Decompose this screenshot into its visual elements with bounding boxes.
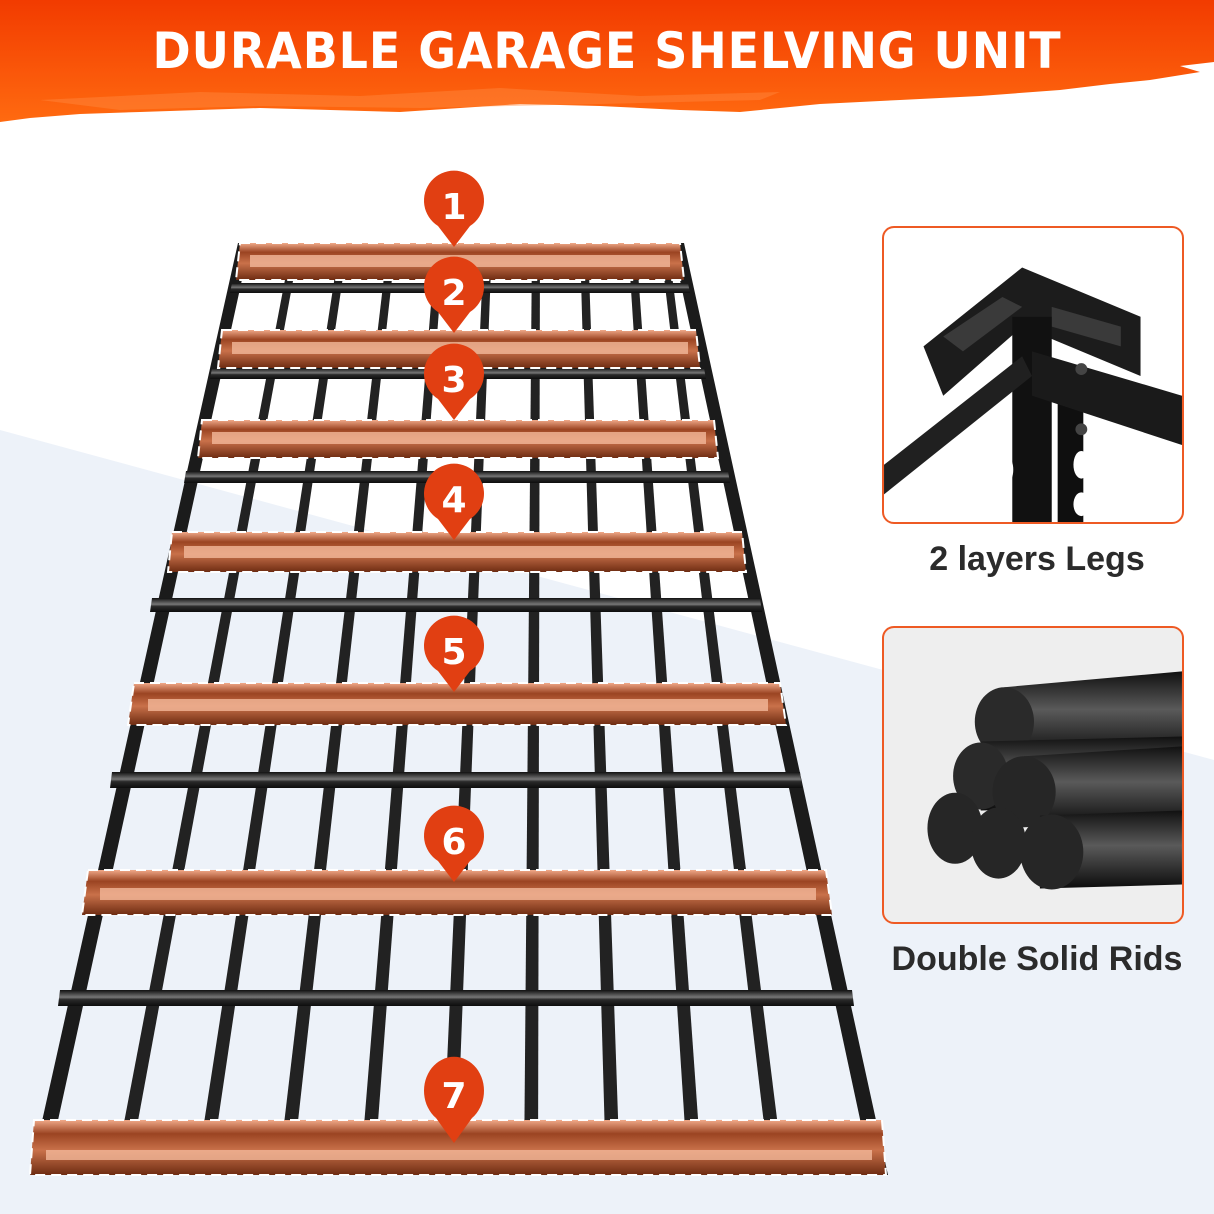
svg-text:1: 1: [441, 187, 466, 228]
beam-slats: [46, 255, 872, 1160]
svg-text:4: 4: [441, 480, 466, 521]
feature-card-rods: [882, 626, 1184, 924]
feature-caption-rods: Double Solid Rids: [891, 940, 1183, 978]
svg-text:3: 3: [441, 360, 466, 401]
marker-pin-6: 6: [424, 805, 485, 882]
marker-pin-1: 1: [424, 170, 484, 247]
svg-text:5: 5: [441, 632, 466, 673]
svg-text:7: 7: [441, 1076, 466, 1117]
beam-7: [28, 1119, 888, 1176]
feature-caption-legs: 2 layers Legs: [929, 540, 1145, 578]
page-title: DURABLE GARAGE SHELVING UNIT: [152, 22, 1062, 80]
marker-pin-4: 4: [424, 463, 485, 540]
svg-text:2: 2: [441, 273, 466, 314]
crossbars: [58, 283, 854, 1006]
title-banner: [0, 0, 1214, 122]
marker-pin-5: 5: [424, 615, 485, 692]
corner-leg-icon: [884, 267, 1182, 522]
feature-card-legs: [882, 226, 1184, 524]
solid-rods-icon: [927, 671, 1182, 890]
marker-pin-7: 7: [424, 1056, 485, 1143]
marker-pin-2: 2: [424, 256, 485, 333]
svg-text:6: 6: [441, 822, 466, 863]
marker-pin-3: 3: [424, 343, 485, 420]
